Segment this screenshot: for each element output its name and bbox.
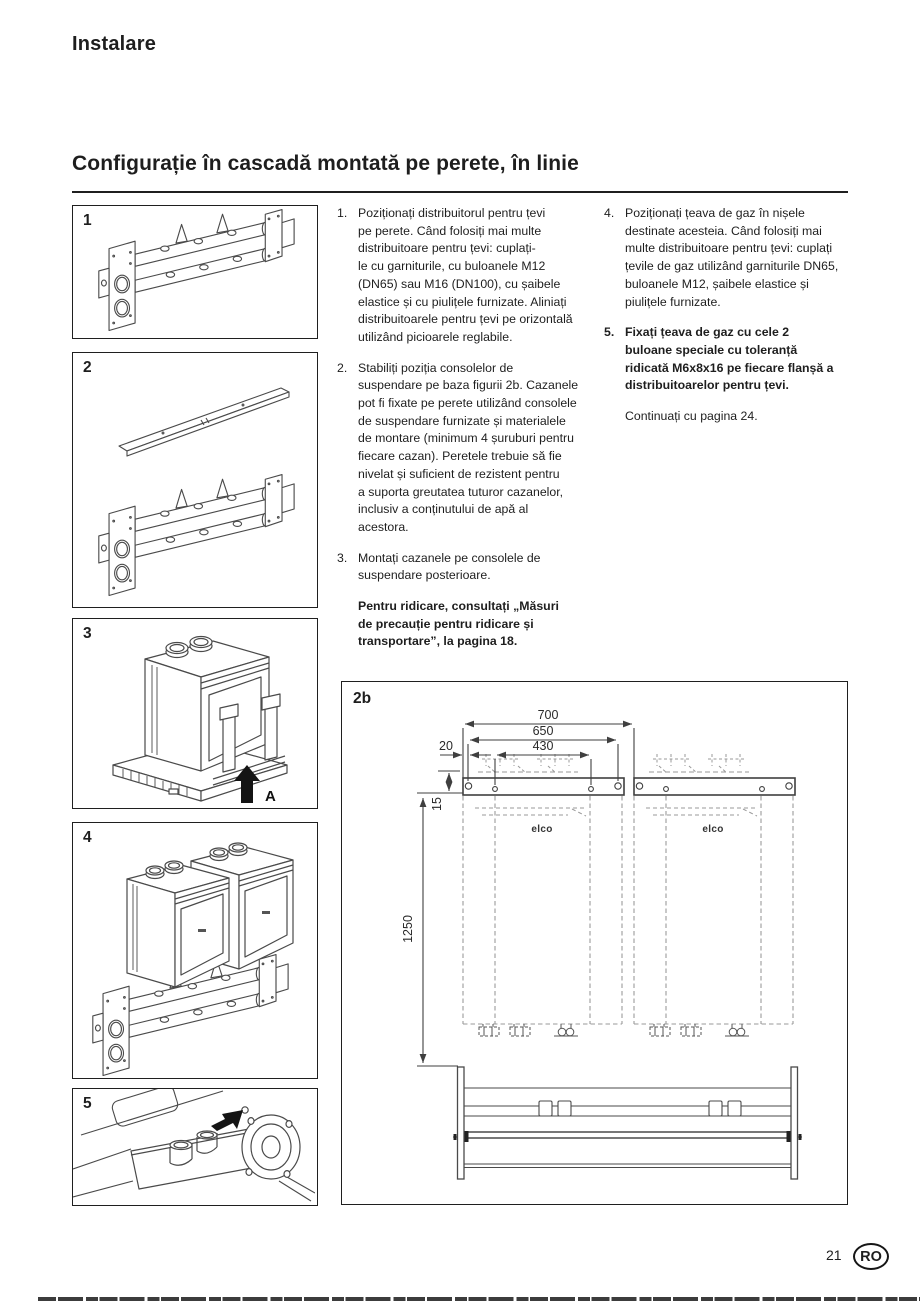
step-text: Poziționați țeava de gaz în nișele desti…	[625, 206, 839, 309]
figure-2-drawing-wall-rail-and-manifold	[98, 387, 295, 597]
step-text: Poziționați distribuitorul pentru țevi p…	[358, 206, 573, 344]
language-badge-ro: RO	[853, 1243, 889, 1270]
instructions-column-left: 1. Poziționați distribuitorul pentru țev…	[337, 205, 595, 651]
dimension-label-20: 20	[439, 739, 453, 753]
step-number: 5.	[604, 325, 615, 340]
dimension-label-1250: 1250	[401, 915, 415, 943]
figure-5-drawing-gas-pipe-flange	[73, 1089, 315, 1202]
step-number: 2.	[337, 360, 348, 375]
elco-logo: elco	[531, 824, 552, 835]
figure-3-box: 3	[72, 618, 318, 809]
section-title: Configurație în cascadă montată pe peret…	[72, 152, 579, 175]
figure-4-drawing-boilers-on-manifold	[92, 842, 294, 1076]
step-number: 4.	[604, 206, 615, 220]
step-number: 3.	[337, 550, 348, 565]
figure-1-box: 1	[72, 205, 318, 339]
bolt-direction-arrow	[211, 1110, 243, 1131]
figure-5-box: 5	[72, 1088, 318, 1206]
barcode-strip	[38, 1297, 920, 1301]
figure-2b-box: 2b elco elco	[341, 681, 848, 1205]
figure-3-label: 3	[83, 625, 92, 642]
figure-2-box: 2	[72, 352, 318, 608]
dimension-label-430: 430	[533, 739, 554, 753]
step-text: Stabiliți poziția consolelor de suspenda…	[358, 360, 579, 534]
figure-2b-label: 2b	[353, 690, 372, 707]
instruction-step-1: 1. Poziționați distribuitorul pentru țev…	[337, 205, 595, 347]
step-number: 1.	[337, 206, 348, 220]
figure-5-label: 5	[83, 1095, 92, 1112]
figure-1-label: 1	[83, 212, 92, 229]
chapter-heading: Instalare	[72, 33, 157, 55]
figure-1-drawing-pipe-manifold	[98, 209, 295, 332]
lift-direction-arrow	[234, 765, 260, 803]
step-text: Fixați țeava de gaz cu cele 2 buloane sp…	[625, 325, 834, 393]
figure-4-box: 4	[72, 822, 318, 1079]
figure-3-drawing-boiler-on-pallet: A	[112, 635, 288, 805]
figure-4-label: 4	[83, 829, 92, 846]
figure-2b-drawing-mounting-dimensions: elco elco 700 650 430 20 15	[401, 708, 802, 1180]
figure-2-label: 2	[83, 359, 92, 376]
arrow-a-label: A	[265, 788, 276, 805]
elco-logo: elco	[702, 824, 723, 835]
step-text: Montați cazanele pe consolele de suspend…	[358, 550, 541, 583]
distributor-front-view	[453, 1066, 802, 1180]
instruction-step-4: 4. Poziționați țeava de gaz în nișele de…	[604, 205, 862, 311]
dimension-label-15: 15	[430, 797, 444, 811]
instruction-step-3: 3. Montați cazanele pe consolele de susp…	[337, 550, 595, 585]
continue-reference: Continuați cu pagina 24.	[625, 409, 758, 424]
instructions-column-right: 4. Poziționați țeava de gaz în nișele de…	[604, 205, 862, 426]
lifting-precautions-note: Pentru ridicare, consultați „Măsuri de p…	[358, 599, 559, 649]
dimension-label-650: 650	[533, 724, 554, 738]
instruction-step-5: 5. Fixați țeava de gaz cu cele 2 buloane…	[604, 324, 862, 395]
title-rule	[72, 191, 848, 193]
instruction-step-2: 2. Stabiliți poziția consolelor de suspe…	[337, 360, 595, 537]
dimension-label-700: 700	[538, 708, 559, 722]
page-number: 21	[826, 1247, 842, 1263]
